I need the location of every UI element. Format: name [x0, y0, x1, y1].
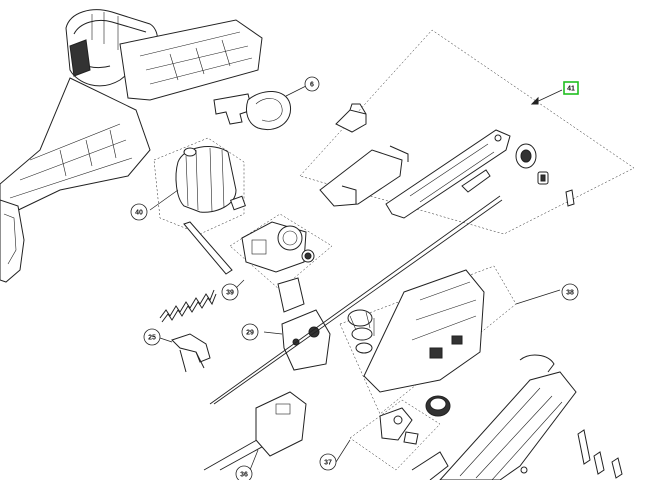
callout-41-highlighted[interactable]: 41: [563, 81, 579, 95]
part-38-drawing: [339, 265, 561, 417]
callout-38: 38: [561, 283, 579, 301]
part-6-drawing: [213, 85, 307, 130]
part-39-drawing: [229, 213, 333, 291]
part-37-drawing: [335, 399, 441, 471]
callout-25: 25: [143, 328, 161, 346]
spring-drawing: [159, 289, 217, 323]
callout-37: 37: [319, 453, 337, 471]
callout-39: 39: [221, 283, 239, 301]
rod-drawing: [183, 221, 233, 275]
part-41-group-drawing: [299, 29, 635, 235]
callout-25-label: 25: [148, 335, 156, 342]
callout-38-label: 38: [566, 290, 574, 297]
part-25-drawing: [159, 333, 211, 373]
callout-29: 29: [241, 323, 259, 341]
callout-37-label: 37: [324, 460, 332, 467]
part-40-drawing: [149, 137, 246, 235]
main-housing-drawing: [0, 9, 263, 283]
part-36-drawing: [249, 391, 307, 471]
callout-36-label: 36: [240, 472, 248, 479]
callout-6: 6: [304, 76, 320, 92]
callout-36: 36: [235, 465, 253, 480]
base-plate-drawing: [411, 354, 577, 480]
screws-drawing: [520, 429, 623, 479]
callout-41-label: 41: [567, 86, 575, 93]
part-29-drawing: [263, 277, 331, 371]
callout-40-label: 40: [135, 210, 143, 217]
callout-39-label: 39: [226, 290, 234, 297]
callout-6-label: 6: [310, 82, 314, 89]
callout-29-label: 29: [246, 330, 254, 337]
callout-40: 40: [130, 203, 148, 221]
